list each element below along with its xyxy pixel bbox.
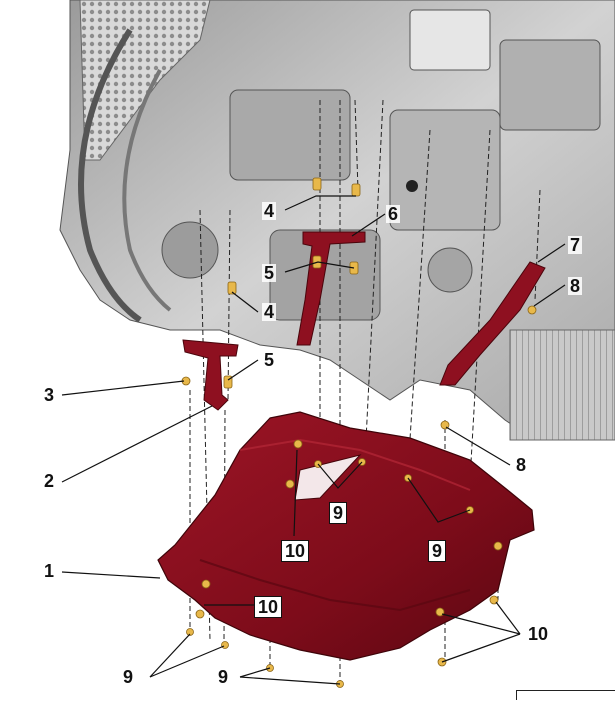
corner-frame [516, 690, 615, 700]
engine-bay [59, 0, 615, 441]
bracket-2 [182, 339, 239, 411]
callout-8-lower: 8 [514, 455, 529, 475]
leader-lines [61, 195, 566, 685]
callout-2: 2 [44, 471, 55, 491]
radiator [509, 329, 615, 441]
engine-pulley-2 [427, 247, 473, 293]
callout-5-lower: 5 [262, 350, 277, 370]
callout-3: 3 [44, 385, 55, 405]
callout-1: 1 [44, 561, 55, 581]
callout-7: 7 [568, 235, 583, 255]
callout-9-bottom-center: 9 [218, 667, 229, 687]
engine-block-4 [499, 39, 601, 131]
callout-9-bottom-left: 9 [123, 667, 134, 687]
bracket-7 [439, 261, 546, 386]
callout-9-right: 9 [428, 540, 447, 562]
bumper-contour [78, 28, 142, 323]
underbody-shield [157, 411, 535, 661]
callout-6: 6 [386, 204, 401, 224]
callout-5-upper: 5 [262, 263, 277, 283]
callout-10-left: 10 [281, 540, 310, 562]
engine-block-2 [389, 109, 501, 231]
callout-8-upper: 8 [568, 276, 583, 296]
callout-9-center: 9 [329, 502, 348, 524]
callout-4-lower: 4 [262, 302, 277, 322]
callout-4-upper: 4 [262, 201, 277, 221]
engine-port [406, 180, 418, 192]
bumper-contour-inner [122, 69, 172, 312]
engine-pulley [161, 221, 219, 279]
engine-block-1 [229, 89, 351, 181]
callout-10-right: 10 [528, 624, 549, 644]
engine-block-5 [409, 9, 491, 71]
callout-10-bottom-left: 10 [254, 596, 283, 618]
